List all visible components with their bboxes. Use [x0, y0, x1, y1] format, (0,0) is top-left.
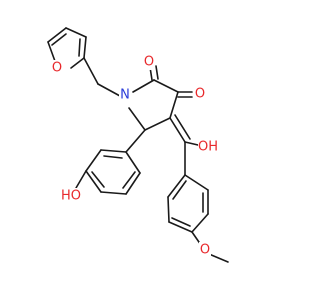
bond-layer	[47, 27, 229, 263]
bond	[125, 129, 146, 153]
bond	[184, 174, 209, 191]
atom-furan-oxygen: O	[51, 60, 63, 76]
bond	[169, 91, 179, 119]
bond	[85, 149, 102, 172]
atom-ring-nitrogen: N	[119, 87, 131, 103]
bond	[128, 107, 146, 131]
bond	[167, 196, 170, 223]
atom-ketone-oxygen-2: O	[194, 86, 206, 102]
bond	[184, 141, 199, 146]
atom-label: O	[144, 55, 154, 70]
bond	[167, 174, 186, 198]
bond	[125, 151, 141, 174]
atom-label: OH	[198, 140, 218, 155]
bond	[91, 171, 105, 188]
bond	[100, 191, 127, 195]
atom-label: N	[120, 88, 130, 103]
bond	[191, 213, 209, 233]
bond	[97, 83, 121, 97]
bond	[169, 117, 186, 143]
atom-label: O	[195, 87, 205, 102]
bond	[103, 155, 123, 159]
bond	[65, 27, 87, 38]
bond	[70, 57, 85, 69]
atom-enol-hydroxyl: OH	[198, 139, 218, 155]
atom-ketone-oxygen-1: O	[143, 54, 155, 70]
bond	[168, 221, 193, 233]
bond	[208, 253, 229, 263]
bond	[174, 114, 191, 140]
atom-label: O	[200, 243, 210, 258]
atom-label-layer: O O O N OH HO O	[51, 54, 218, 258]
bond	[144, 117, 171, 131]
atom-methoxy-oxygen: O	[199, 242, 211, 258]
bond	[172, 180, 187, 200]
bond	[75, 170, 87, 189]
bond	[171, 217, 191, 227]
atom-label: O	[52, 61, 62, 76]
bond	[83, 57, 99, 85]
molecule-structure-diagram: O O O N OH HO O	[47, 27, 229, 263]
bond	[85, 170, 102, 193]
bond	[155, 65, 159, 80]
atom-label: HO	[61, 189, 81, 204]
bond	[51, 33, 67, 46]
bond	[153, 79, 179, 93]
bond	[78, 38, 81, 57]
bond	[132, 79, 155, 93]
atom-phenol-hydroxyl: HO	[60, 188, 82, 204]
bond	[122, 171, 136, 189]
bond	[83, 36, 87, 59]
bond	[47, 27, 67, 43]
bond	[125, 172, 141, 195]
bond	[100, 149, 127, 153]
